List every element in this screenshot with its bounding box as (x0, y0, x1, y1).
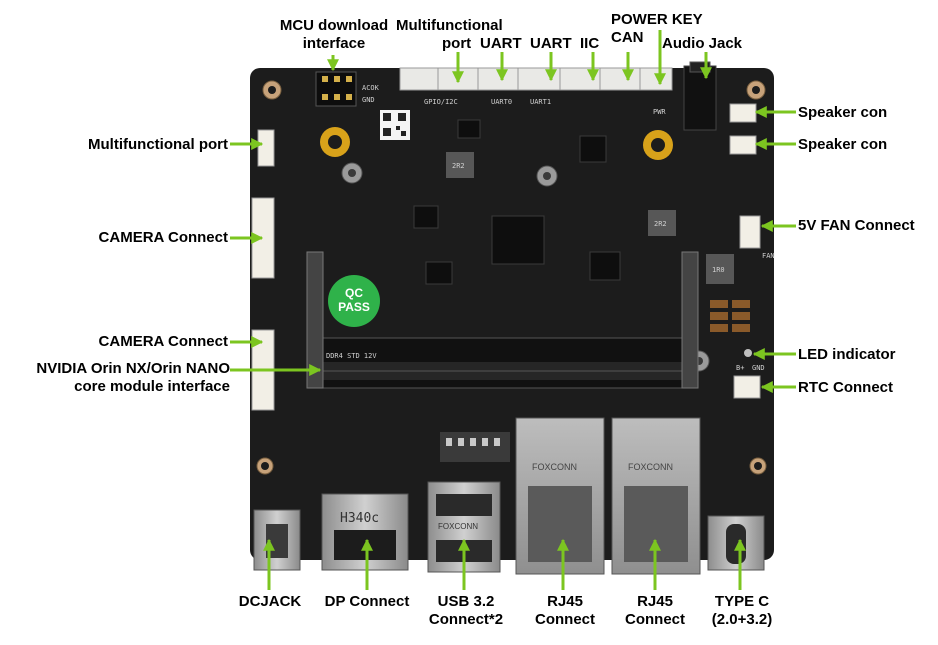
label-dcjack: DCJACK (238, 593, 302, 610)
label-multifunctional-left: Multifunctional port (88, 136, 228, 153)
silk-fan: FAN (762, 252, 775, 260)
label-led: LED indicator (798, 346, 896, 363)
label-uart-1: UART (480, 35, 522, 52)
label-nvidia-line1: NVIDIA Orin NX/Orin NANO (36, 360, 230, 377)
label-multifunctional-top-line1: Multifunctional (396, 17, 503, 34)
label-rj45-1: RJ45 Connect (522, 593, 608, 629)
label-mcu-download: MCU download interface (262, 17, 406, 53)
inductor-label-a: 2R2 (452, 162, 465, 170)
silk-gnd-rtc: GND (752, 364, 765, 372)
inductor-label-c: 1R0 (712, 266, 725, 274)
speaker-connector-1 (729, 103, 757, 123)
main-chip (491, 215, 545, 265)
qc-line-1: QC (345, 286, 363, 300)
led (744, 349, 752, 357)
rj45-1-silk: FOXCONN (532, 462, 577, 472)
dp-silk: H340c (340, 511, 379, 526)
fan-connector (739, 215, 761, 249)
audio-jack-body (683, 65, 717, 131)
silk-uart0: UART0 (491, 98, 512, 106)
silk-gpio: GPIO/I2C (424, 98, 458, 106)
label-audio-jack: Audio Jack (662, 35, 743, 52)
label-nvidia-module: NVIDIA Orin NX/Orin NANO core module int… (0, 360, 230, 396)
rtc-connector (733, 375, 761, 399)
label-can: CAN (611, 29, 644, 46)
label-power-key: POWER KEY CAN (611, 11, 721, 47)
label-rj45-1-line2: Connect (535, 611, 595, 628)
label-camera-2: CAMERA Connect (98, 333, 228, 350)
label-nvidia-line2: core module interface (74, 378, 230, 395)
label-rtc: RTC Connect (798, 379, 893, 396)
label-type-c-line1: TYPE C (714, 593, 770, 610)
silk-pwr: PWR (653, 108, 666, 116)
top-header-strip (399, 67, 673, 91)
label-multifunctional-top: Multifunctional port (396, 17, 536, 53)
left-multifunction-connector (257, 129, 275, 167)
qc-line-2: PASS (338, 300, 370, 314)
label-dp: DP Connect (324, 593, 410, 610)
rj45-2-silk: FOXCONN (628, 462, 673, 472)
label-rj45-2-line1: RJ45 (637, 593, 673, 610)
label-usb-line1: USB 3.2 (437, 593, 495, 610)
speaker-connector-2 (729, 135, 757, 155)
label-type-c-line2: (2.0+3.2) (711, 611, 773, 628)
label-usb: USB 3.2 Connect*2 (420, 593, 512, 629)
label-power-key-line1: POWER KEY (611, 11, 703, 28)
label-iic: IIC (580, 35, 600, 52)
label-rj45-1-line1: RJ45 (547, 593, 583, 610)
label-type-c: TYPE C (2.0+3.2) (696, 593, 788, 629)
inductor-1r0 (706, 254, 734, 284)
label-fan: 5V FAN Connect (798, 217, 915, 234)
label-rj45-2: RJ45 Connect (612, 593, 698, 629)
label-mcu-download-line1: MCU download (279, 17, 389, 34)
silk-acok: ACOK (362, 84, 380, 92)
usb-silk: FOXCONN (438, 522, 478, 531)
label-speaker-2: Speaker con (798, 136, 888, 153)
mounting-holes (256, 80, 767, 475)
silk-uart1: UART1 (530, 98, 551, 106)
callout-arrows (230, 30, 796, 590)
label-usb-line2: Connect*2 (428, 611, 504, 628)
label-uart-2: UART (530, 35, 572, 52)
label-multifunctional-top-line2: port (442, 35, 472, 52)
qc-sticker (328, 275, 380, 327)
inductor-2r2-b (648, 210, 676, 236)
label-mcu-download-line2: interface (302, 35, 366, 52)
inductor-label-b: 2R2 (654, 220, 667, 228)
label-camera-1: CAMERA Connect (98, 229, 228, 246)
inductor-2r2-a (446, 152, 474, 178)
silk-gnd: GND (362, 96, 375, 104)
slot-silk: DDR4 STD 12V (326, 352, 377, 360)
label-rj45-2-line2: Connect (625, 611, 685, 628)
silk-b: B+ (736, 364, 744, 372)
label-speaker-1: Speaker con (798, 104, 888, 121)
